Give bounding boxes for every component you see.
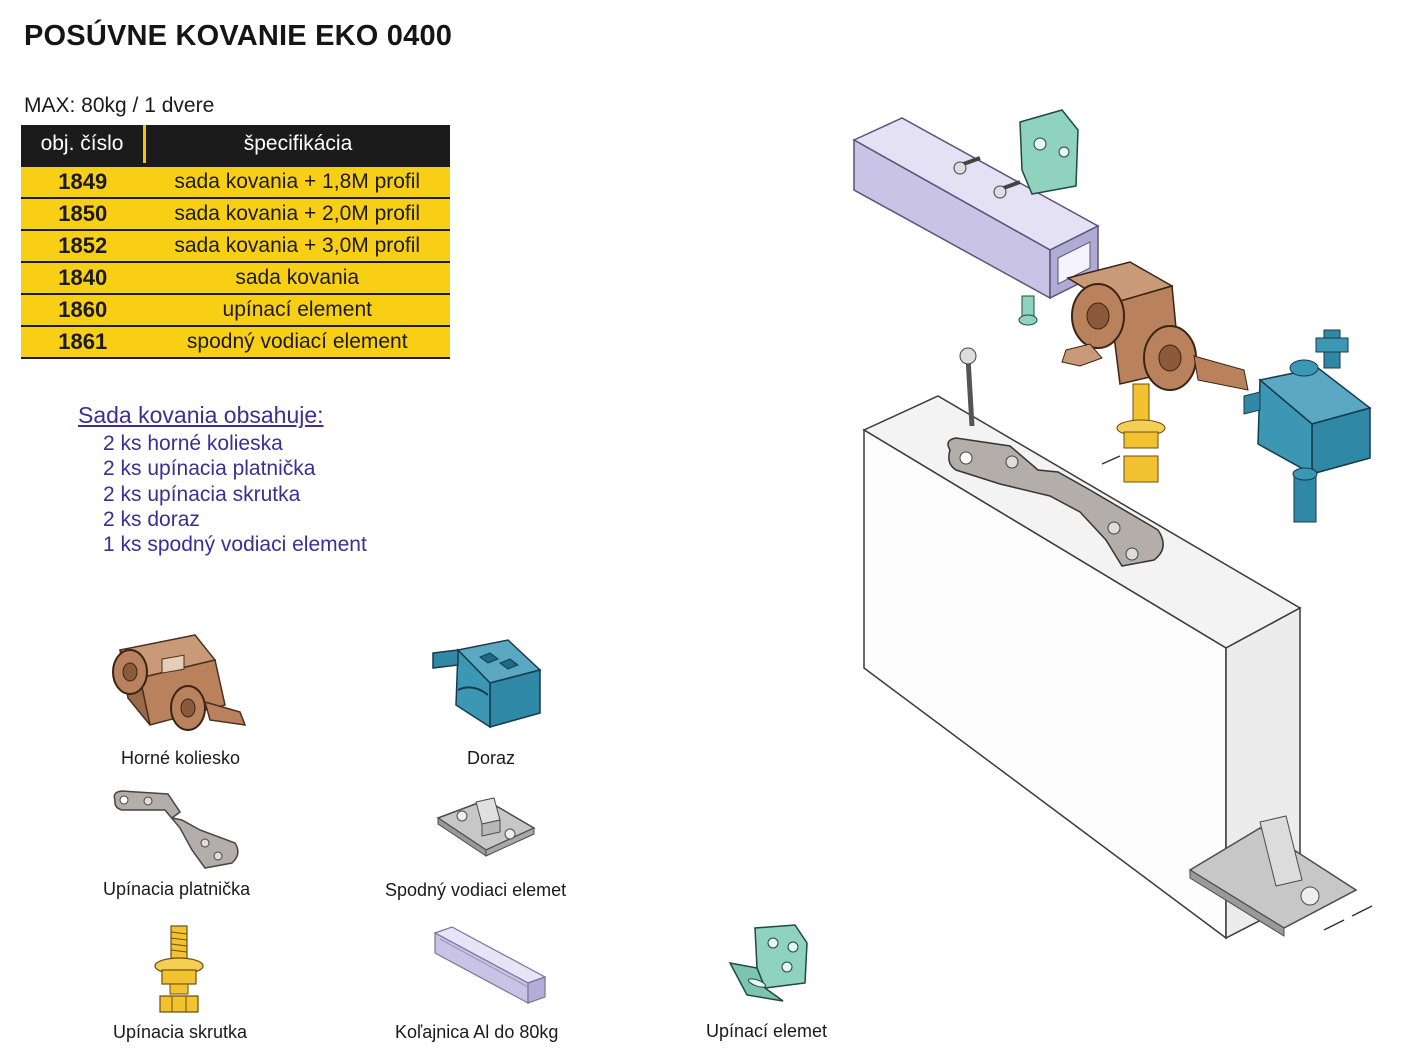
kit-contents-heading: Sada kovania obsahuje: <box>78 402 324 428</box>
list-item: 2 ks doraz <box>103 507 200 531</box>
roller-icon <box>112 634 247 731</box>
list-item: 1 ks spodný vodiaci element <box>103 533 367 557</box>
max-load-label: MAX: 80kg / 1 dvere <box>24 94 215 117</box>
list-item: 2 ks upínacia skrutka <box>103 482 301 506</box>
column-header-spec: špecifikácia <box>144 125 450 165</box>
row-spec: sada kovania + 1,8M profil <box>144 163 450 199</box>
column-header-code: obj. číslo <box>21 125 146 165</box>
caption-stopper: Doraz <box>467 748 516 768</box>
row-code: 1861 <box>21 326 145 359</box>
bottom-guide-icon <box>436 797 536 857</box>
list-item: 2 ks horné kolieska <box>103 432 283 455</box>
table-row: 1840 sada kovania <box>21 262 450 295</box>
table-row: 1850 sada kovania + 2,0M profil <box>21 198 450 231</box>
row-spec: sada kovania + 3,0M profil <box>144 230 450 263</box>
kit-contents: Sada kovania obsahuje: 2 ks horné kolies… <box>78 402 367 557</box>
table-row: 1860 upínací element <box>21 294 450 327</box>
stopper-icon <box>432 639 542 729</box>
table-row: 1849 sada kovania + 1,8M profil <box>21 163 450 199</box>
row-code: 1852 <box>21 230 145 263</box>
spec-table: obj. číslo špecifikácia 1849 sada kovani… <box>21 125 450 359</box>
list-item: 2 ks upínacia platnička <box>103 457 316 481</box>
caption-mounting-bracket: Upínací elemet <box>706 1021 828 1041</box>
table-header-row: obj. číslo špecifikácia <box>21 125 450 165</box>
row-code: 1849 <box>21 163 145 199</box>
table-row: 1861 spodný vodiací element <box>21 326 450 359</box>
row-spec: sada kovania + 2,0M profil <box>144 198 450 231</box>
caption-roller: Horné koliesko <box>121 748 241 768</box>
row-spec: sada kovania <box>144 262 450 295</box>
row-code: 1850 <box>21 198 145 231</box>
row-code: 1860 <box>21 294 145 327</box>
row-spec: upínací element <box>144 294 450 327</box>
caption-rail: Koľajnica Al do 80kg <box>395 1022 559 1042</box>
caption-mounting-plate: Upínacia platnička <box>103 879 251 899</box>
caption-bottom-guide: Spodný vodiaci elemet <box>385 880 567 900</box>
mounting-plate-icon <box>113 790 239 869</box>
assembly-drawing <box>852 109 1373 940</box>
rail-icon <box>433 926 547 1005</box>
row-spec: spodný vodiací element <box>144 326 450 359</box>
mounting-bracket-icon <box>728 924 808 1002</box>
page-title: POSÚVNE KOVANIE EKO 0400 <box>24 20 453 52</box>
row-code: 1840 <box>21 262 145 295</box>
mounting-bolt-icon <box>154 925 204 1013</box>
caption-mounting-bolt: Upínacia skrutka <box>113 1022 248 1042</box>
table-row: 1852 sada kovania + 3,0M profil <box>21 230 450 263</box>
